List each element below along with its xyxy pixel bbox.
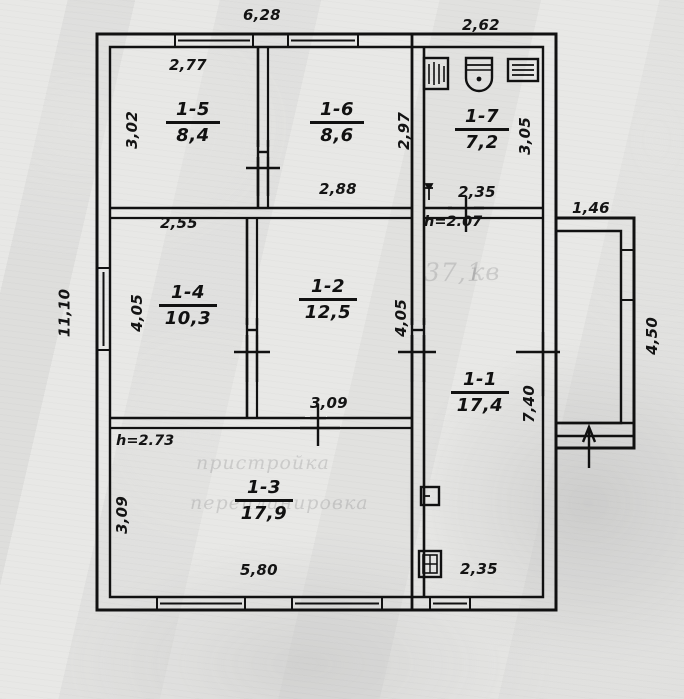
ceiling-height-note-1-7: h=2.07	[424, 214, 483, 230]
room-code: 1-5	[175, 99, 211, 120]
dimension-room-1-2-height: 4,05	[391, 299, 410, 337]
dimension-room-1-4-height: 4,05	[127, 294, 146, 332]
fraction-bar	[299, 298, 357, 301]
dimension-annex-width: 1,46	[572, 199, 610, 217]
room-area: 17,9	[240, 502, 288, 524]
dimension-room-1-1-width: 2,35	[460, 560, 498, 578]
dimension-top-right: 2,62	[462, 16, 500, 34]
room-label-1-7: 1-7 7,2	[449, 107, 515, 152]
fraction-bar	[451, 391, 509, 394]
washbasin-icon	[506, 57, 540, 83]
dimension-room-1-6-width: 2,88	[319, 180, 357, 198]
dimension-room-1-3-height: 3,09	[112, 496, 131, 534]
dimension-room-1-1-height: 7,40	[519, 385, 538, 423]
room-code: 1-3	[246, 477, 282, 498]
room-code: 1-4	[170, 282, 206, 303]
dimension-room-1-2-width: 3,09	[310, 394, 348, 412]
fraction-bar	[455, 128, 509, 131]
room-area: 10,3	[164, 307, 212, 329]
room-code: 1-1	[462, 369, 498, 390]
room-area: 12,5	[304, 301, 352, 323]
room-area: 8,6	[320, 124, 354, 146]
bathtub-icon	[422, 56, 450, 91]
room-label-1-1: 1-1 17,4	[443, 370, 517, 415]
room-area: 8,4	[176, 124, 210, 146]
entrance-arrow-icon	[581, 423, 597, 468]
room-label-1-5: 1-5 8,4	[160, 100, 226, 145]
dimension-room-1-5-height: 3,02	[122, 111, 141, 149]
fraction-bar	[159, 304, 217, 307]
fraction-bar	[310, 121, 364, 124]
dimension-room-1-4-width: 2,55	[160, 214, 198, 232]
riser-valve-icon	[424, 183, 434, 200]
dimension-room-1-7-width: 2,35	[458, 183, 496, 201]
kitchen-sink-icon	[419, 485, 441, 507]
room-code: 1-2	[310, 276, 346, 297]
fraction-bar	[166, 121, 220, 124]
toilet-icon	[464, 56, 494, 93]
room-code: 1-6	[319, 99, 355, 120]
dimension-top-left: 6,28	[243, 6, 281, 24]
room-area: 17,4	[456, 394, 504, 416]
room-label-1-2: 1-2 12,5	[291, 277, 365, 322]
room-label-1-6: 1-6 8,6	[304, 100, 370, 145]
stove-four-burner-icon	[417, 549, 443, 579]
dimension-left-total: 11,10	[55, 288, 74, 338]
dimension-room-1-6-height: 2,97	[394, 112, 413, 150]
dimension-room-1-3-width: 5,80	[240, 561, 278, 579]
fraction-bar	[235, 499, 293, 502]
room-label-1-4: 1-4 10,3	[151, 283, 225, 328]
ceiling-height-note-1-3: h=2.73	[116, 433, 175, 449]
room-area: 7,2	[465, 131, 499, 153]
dimension-room-1-5-width: 2,77	[169, 56, 207, 74]
room-label-1-3: 1-3 17,9	[227, 478, 301, 523]
dimension-annex-height: 4,50	[642, 317, 661, 355]
room-code: 1-7	[464, 106, 500, 127]
dimension-room-1-7-height: 3,05	[515, 117, 534, 155]
